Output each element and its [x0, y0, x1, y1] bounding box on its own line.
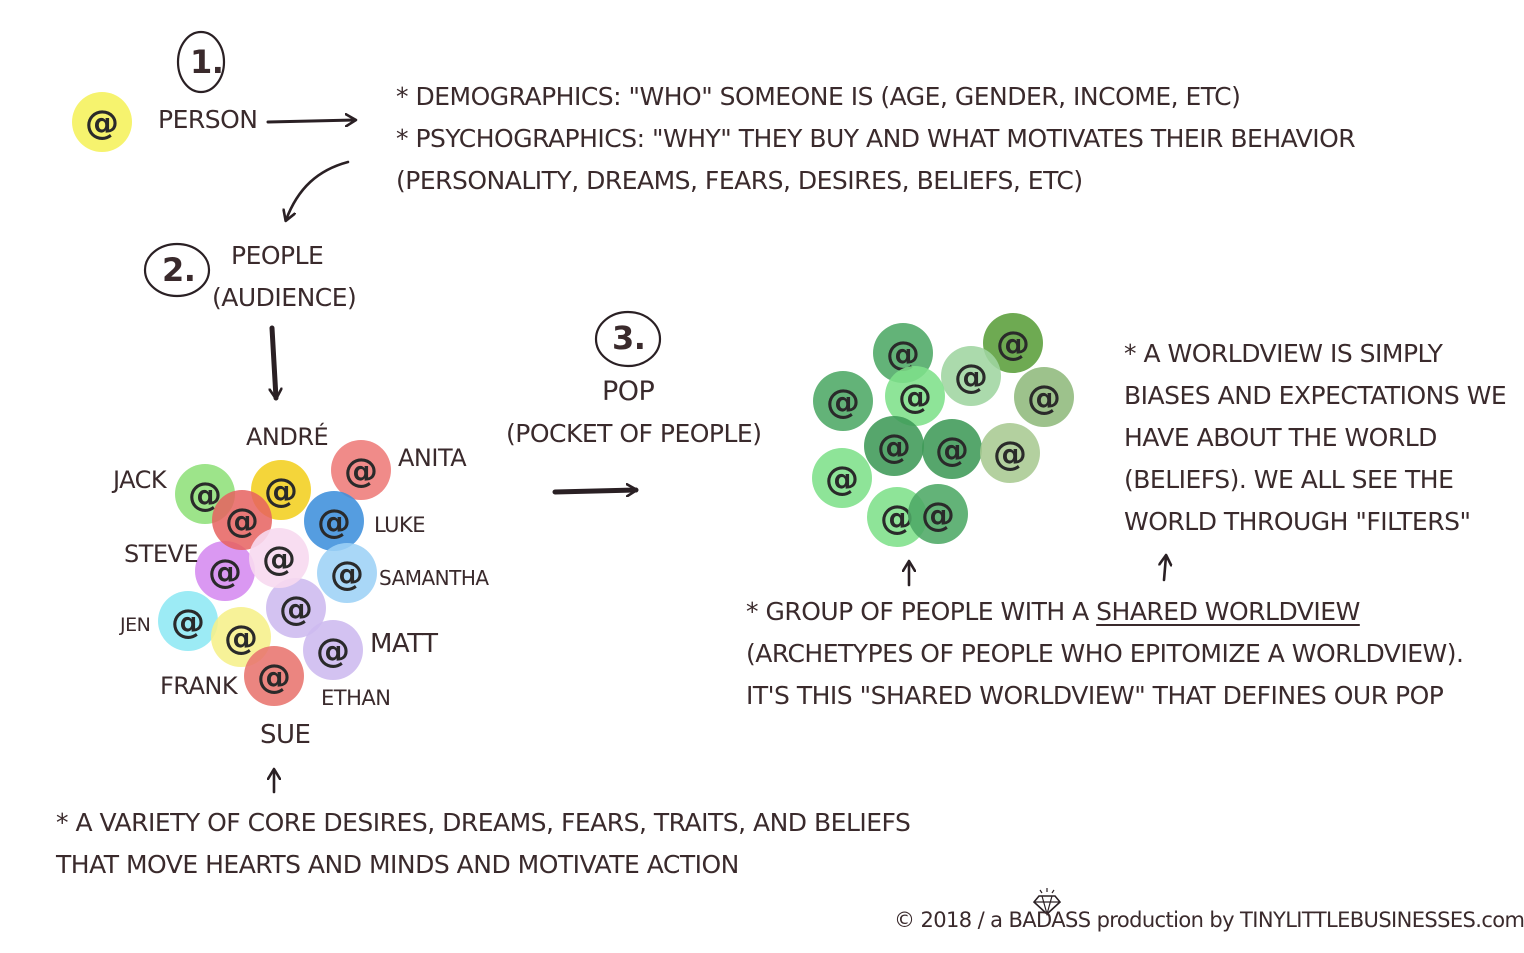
- person-name-samantha: SAMANTHA: [379, 566, 489, 590]
- person-dot-4: @: [304, 491, 364, 551]
- psychographics-detail: (PERSONALITY, DREAMS, FEARS, DESIRES, BE…: [396, 166, 1083, 195]
- pop-person-dot-12: @: [908, 484, 968, 544]
- arrow-person-to-people: [286, 160, 350, 220]
- pop-person-dot-8: @: [922, 419, 982, 479]
- svg-text:@: @: [316, 631, 350, 671]
- arrow-person-to-notes: [266, 120, 355, 122]
- person-name-matt: MATT: [370, 629, 438, 659]
- person-name-luke: LUKE: [374, 513, 426, 537]
- person-name-frank: FRANK: [160, 672, 238, 700]
- step-2-number-circle: [143, 242, 211, 298]
- person-name-ethan: ETHAN: [321, 686, 391, 710]
- pop-note-prefix: * GROUP OF PEOPLE WITH A: [746, 597, 1097, 626]
- svg-text:@: @: [317, 502, 351, 542]
- svg-text:@: @: [344, 451, 378, 491]
- pop-note-line-1: * GROUP OF PEOPLE WITH A SHARED WORLDVIE…: [746, 599, 1360, 624]
- audience-crowd: @@@@@@@@@@@@@: [158, 440, 391, 706]
- svg-text:@: @: [330, 554, 364, 594]
- person-name-steve: STEVE: [124, 540, 199, 568]
- svg-text:@: @: [996, 324, 1030, 364]
- pop-sublabel: (POCKET OF PEOPLE): [506, 419, 762, 448]
- pop-person-dot-9: @: [980, 423, 1040, 483]
- pop-person-dot-7: @: [864, 416, 924, 476]
- audience-label: (AUDIENCE): [212, 283, 357, 312]
- pop-cluster: @@@@@@@@@@@@: [812, 313, 1074, 547]
- pop-person-dot-3: @: [941, 346, 1001, 406]
- worldview-note-line-5: WORLD THROUGH "FILTERS": [1124, 507, 1471, 536]
- svg-text:@: @: [921, 495, 955, 535]
- arrow-worldview-note: [1164, 556, 1166, 582]
- person-dot-7: @: [158, 591, 218, 651]
- step-3-number: 3.: [612, 319, 646, 357]
- pop-person-dot-2: @: [983, 313, 1043, 373]
- svg-text:@: @: [208, 552, 242, 592]
- svg-text:@: @: [264, 471, 298, 511]
- pop-person-dot-10: @: [812, 448, 872, 508]
- pop-person-dot-4: @: [813, 371, 873, 431]
- person-dot-extra-1: @: [212, 490, 272, 550]
- pop-person-dot-5: @: [885, 366, 945, 426]
- step-1-number: 1.: [190, 43, 224, 81]
- svg-text:@: @: [954, 357, 988, 397]
- diamond-icon: [1032, 888, 1062, 917]
- person-name-jen: JEN: [120, 614, 151, 636]
- pop-person-dot-6: @: [1014, 367, 1074, 427]
- person-name-andre: ANDRÉ: [246, 423, 329, 451]
- footer-credit: © 2018 / a BADASS production by TINYLITT…: [894, 908, 1524, 932]
- svg-text:@: @: [877, 427, 911, 467]
- pop-label: POP: [602, 376, 655, 407]
- demographics-note: * DEMOGRAPHICS: "WHO" SOMEONE IS (AGE, G…: [396, 82, 1241, 111]
- pop-note-line-3: IT'S THIS "SHARED WORLDVIEW" THAT DEFINE…: [746, 681, 1444, 710]
- worldview-note-line-2: BIASES AND EXPECTATIONS WE: [1124, 381, 1507, 410]
- svg-text:@: @: [993, 434, 1027, 474]
- person-dot-2: @: [331, 440, 391, 500]
- person-name-sue: SUE: [260, 720, 311, 750]
- svg-text:@: @: [279, 589, 313, 629]
- person-dot-extra-2: @: [249, 528, 309, 588]
- person-dot-10: @: [266, 578, 326, 638]
- person-dot-11: @: [244, 646, 304, 706]
- person-name-anita: ANITA: [398, 444, 467, 472]
- people-label: PEOPLE: [231, 241, 324, 270]
- svg-text:@: @: [225, 501, 259, 541]
- person-dot-8: @: [303, 620, 363, 680]
- svg-text:@: @: [825, 459, 859, 499]
- arrow-people-to-crowd: [272, 325, 276, 401]
- step-3-number-circle: [594, 310, 662, 368]
- step-1-number-circle: [176, 30, 226, 94]
- arrow-crowd-to-pop: [552, 490, 639, 492]
- svg-text:@: @: [224, 618, 258, 658]
- step-2-number: 2.: [162, 251, 196, 289]
- person-name-jack: JACK: [113, 466, 167, 494]
- psychographics-note: * PSYCHOGRAPHICS: "WHY" THEY BUY AND WHA…: [396, 124, 1356, 153]
- worldview-note-line-4: (BELIEFS). WE ALL SEE THE: [1124, 465, 1454, 494]
- person-at-icon: @: [72, 92, 132, 152]
- person-label: PERSON: [158, 105, 258, 134]
- svg-text:@: @: [171, 602, 205, 642]
- pop-note-line-2: (ARCHETYPES OF PEOPLE WHO EPITOMIZE A WO…: [746, 639, 1464, 668]
- svg-text:@: @: [257, 657, 291, 697]
- person-dot-6: @: [317, 543, 377, 603]
- svg-text:@: @: [85, 103, 119, 143]
- svg-text:@: @: [1027, 378, 1061, 418]
- svg-text:@: @: [935, 430, 969, 470]
- pop-note-shared-worldview: SHARED WORLDVIEW: [1096, 597, 1360, 626]
- svg-text:@: @: [262, 539, 296, 579]
- svg-text:@: @: [826, 382, 860, 422]
- worldview-note-line-3: HAVE ABOUT THE WORLD: [1124, 423, 1437, 452]
- svg-text:@: @: [898, 377, 932, 417]
- audience-note-line-2: THAT MOVE HEARTS AND MINDS AND MOTIVATE …: [56, 850, 739, 879]
- worldview-note-line-1: * A WORLDVIEW IS SIMPLY: [1124, 339, 1443, 368]
- person-dot-5: @: [195, 541, 255, 601]
- audience-note-line-1: * A VARIETY OF CORE DESIRES, DREAMS, FEA…: [56, 808, 911, 837]
